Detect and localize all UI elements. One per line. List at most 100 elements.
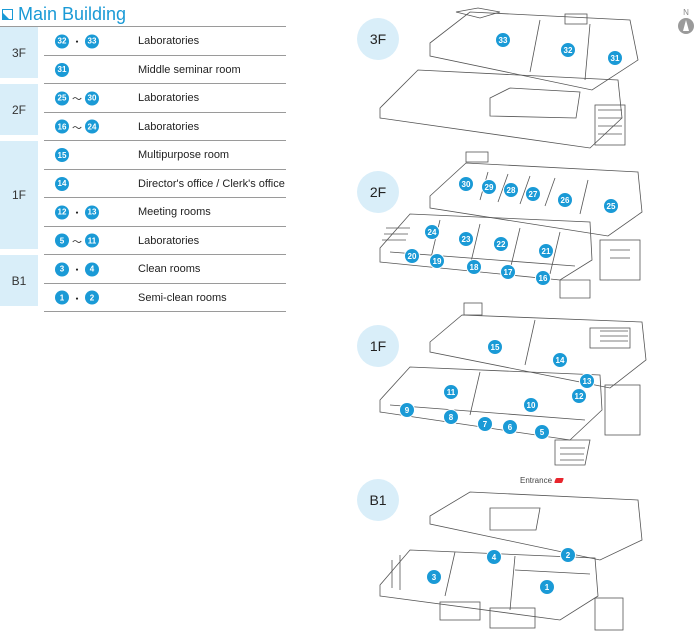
range-separator: 〜 [72,123,82,135]
floor-label-3f: 3F [0,27,38,78]
room-number: 30 [85,91,99,106]
map-room-badge: 15 [487,339,503,355]
map-room-badge: 23 [458,231,474,247]
map-floor-b1: B1 [357,479,399,521]
map-floor-1f: 1F [357,325,399,367]
row-divider [44,254,286,255]
room-number: 1 [55,290,69,305]
map-room-badge: 10 [523,397,539,413]
map-room-badge: 29 [481,179,497,195]
row-divider [44,140,286,141]
map-room-badge: 8 [443,409,459,425]
map-room-badge: 24 [424,224,440,240]
map-room-badge: 33 [495,32,511,48]
room-number-badges: 25〜30 [55,91,99,106]
map-room-badge: 7 [477,416,493,432]
row-divider [44,311,286,312]
room-number: 32 [55,34,69,49]
room-number: 33 [85,34,99,49]
map-floor-2f: 2F [357,171,399,213]
room-number: 14 [55,176,69,191]
room-number: 31 [55,62,69,77]
map-room-badge: 30 [458,176,474,192]
map-room-badge: 20 [404,248,420,264]
map-room-badge: 4 [486,549,502,565]
map-room-badge: 6 [502,419,518,435]
entrance-label: Entrance [520,476,553,485]
room-number: 3 [55,262,69,277]
entrance-icon [554,478,564,483]
row-divider [44,83,286,84]
map-room-badge: 1 [539,579,555,595]
map-room-badge: 19 [429,253,445,269]
row-divider [44,225,286,227]
map-floor-3f: 3F [357,18,399,60]
map-room-badge: 14 [552,352,568,368]
page-title: Main Building [2,2,126,26]
row-divider [44,282,286,284]
floor-label-1f: 1F [0,141,38,249]
room-number: 24 [85,119,99,134]
room-number-badges: 14 [55,176,69,191]
room-number-badges: 32・33 [55,34,99,49]
range-separator: 〜 [72,237,82,249]
room-number: 16 [55,119,69,134]
map-room-badge: 16 [535,270,551,286]
floor-plans [379,7,647,631]
room-description: Semi-clean rooms [138,291,227,304]
map-room-badge: 22 [493,236,509,252]
range-separator: ・ [72,37,82,49]
map-room-badge: 28 [503,182,519,198]
map-room-badge: 32 [560,42,576,58]
compass-label: N [683,8,689,17]
room-description: Middle seminar room [138,63,241,76]
room-number-badges: 1・2 [55,290,99,305]
range-separator: ・ [72,265,82,277]
map-room-badge: 27 [525,186,541,202]
legend-row: 5〜11 Laboratories [44,227,286,255]
room-number: 13 [85,205,99,220]
room-description: Laboratories [138,92,200,105]
map-room-badge: 2 [560,547,576,563]
legend-row: 1・2 Semi-clean rooms [44,284,286,312]
title-square-icon [2,8,13,20]
map-room-badge: 17 [500,264,516,280]
room-number-badges: 31 [55,62,69,77]
map-room-badge: 9 [399,402,415,418]
room-description: Laboratories [138,234,200,247]
title-divider [0,26,286,27]
map-room-badge: 26 [557,192,573,208]
room-number: 5 [55,233,69,248]
room-number: 11 [85,233,99,248]
room-number: 12 [55,205,69,220]
room-description: Laboratories [138,35,200,48]
map-room-badge: 13 [579,373,595,389]
map-room-badge: 5 [534,424,550,440]
room-number: 2 [85,290,99,305]
plan-3f [379,7,639,149]
room-description: Laboratories [138,120,200,133]
range-separator: 〜 [72,94,82,106]
map-room-badge: 21 [538,243,554,259]
row-divider [44,54,286,56]
map-room-badge: 3 [426,569,442,585]
floor-label-2f: 2F [0,84,38,135]
room-number-badges: 16〜24 [55,119,99,134]
plan-1f [379,302,647,466]
compass: N [676,8,696,34]
title-text: Main Building [18,3,127,24]
north-arrow-icon [678,18,694,34]
row-divider [44,111,286,113]
map-room-badge: 31 [607,50,623,66]
room-number-badges: 15 [55,148,69,163]
map-room-badge: 12 [571,388,587,404]
room-number-badges: 3・4 [55,262,99,277]
row-divider [44,197,286,198]
room-number: 25 [55,91,69,106]
map-room-badge: 18 [466,259,482,275]
row-divider [44,168,286,170]
